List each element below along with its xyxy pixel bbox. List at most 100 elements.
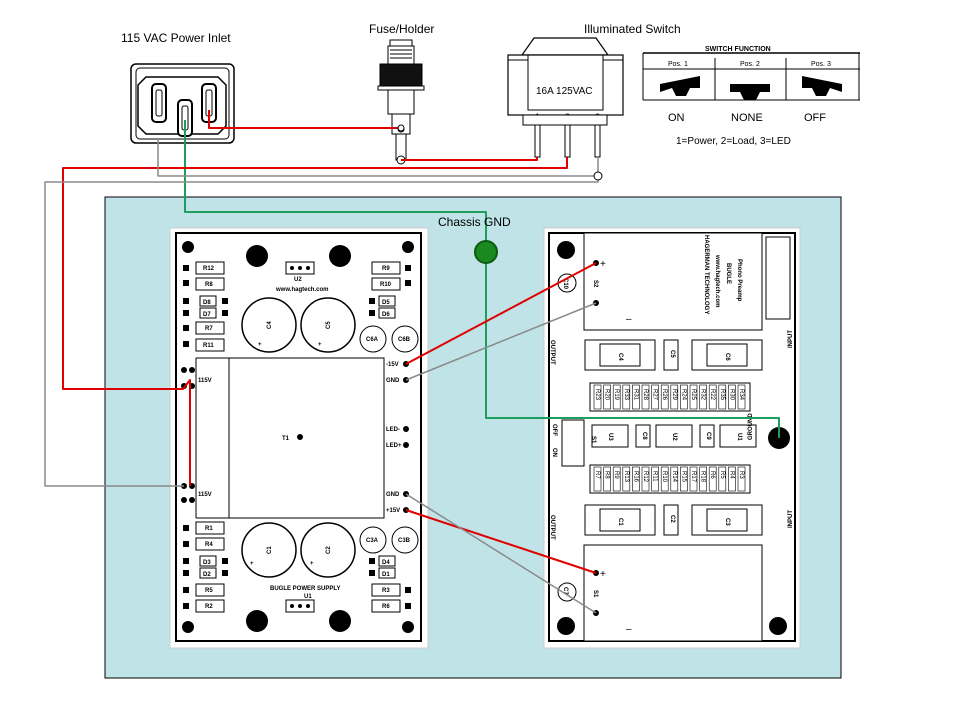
resistor-label: R14 (671, 471, 677, 483)
wire-fuse-switch (401, 157, 538, 161)
svg-text:+: + (310, 561, 314, 567)
resistor-body (737, 384, 746, 410)
pre-c2: C2 (669, 515, 675, 523)
ps-term-gnd-top: GND (386, 378, 400, 384)
pre-s2: S2 (592, 280, 598, 288)
ps-url: www.hagtech.com (275, 287, 328, 293)
svg-text:+: + (600, 569, 606, 580)
ps-r8: R8 (205, 282, 213, 288)
svg-text:–: – (626, 314, 632, 325)
inlet-label: 115 VAC Power Inlet (121, 31, 231, 45)
ps-ac-top: 115V (198, 378, 212, 384)
resistor-body (612, 384, 621, 410)
resistor-body (622, 466, 631, 492)
wire-minus15 (405, 262, 597, 365)
ps-ac-bottom: 115V (198, 492, 212, 498)
resistor-body (728, 466, 736, 492)
wire-chassis-ground (485, 252, 780, 438)
resistor-body (612, 466, 621, 492)
resistor-label: R32 (700, 389, 706, 401)
pre-c8: C8 (641, 432, 647, 440)
resistor-label: R13 (623, 471, 629, 483)
resistor-label: R11 (652, 471, 658, 482)
ps-d2: D2 (203, 572, 211, 578)
ps-u2: U2 (294, 277, 302, 283)
resistor-body (689, 466, 698, 492)
pre-c6: C6 (724, 353, 730, 361)
ps-r11: R11 (203, 343, 214, 349)
ps-r1: R1 (205, 526, 213, 532)
ps-c5: C5 (326, 321, 332, 329)
resistor-label: R6 (709, 471, 715, 479)
pre-s1-bottom: S1 (592, 590, 598, 598)
svg-text:+: + (600, 259, 606, 270)
pre-url: www.hagtech.com (714, 254, 720, 307)
resistor-body (651, 384, 659, 410)
pre-input-bottom: INPUT (788, 510, 794, 528)
resistor-body (632, 384, 640, 410)
svg-text:+: + (258, 342, 262, 348)
resistor-body (622, 384, 631, 410)
pre-c5: C5 (669, 350, 675, 358)
resistor-label: R7 (594, 471, 600, 479)
ps-led-minus: LED- (386, 427, 400, 433)
resistor-body (699, 466, 707, 492)
pre-c1: C1 (617, 518, 623, 526)
ps-term-plus15: +15V (386, 508, 400, 514)
ps-d1: D1 (382, 572, 390, 578)
chassis-ground-dot (474, 240, 498, 264)
resistor-body (593, 384, 602, 410)
resistor-label: R8 (604, 471, 610, 479)
switch-function-title: SWITCH FUNCTION (705, 46, 771, 53)
ps-t1: T1 (282, 436, 290, 442)
ps-c3b: C3B (398, 538, 411, 544)
ps-c6b: C6B (398, 337, 411, 343)
fuse-holder: Fuse/Holder (369, 22, 434, 165)
resistor-body (708, 384, 717, 410)
ps-d6: D6 (382, 312, 390, 318)
switch-legend: 1=Power, 2=Load, 3=LED (676, 136, 791, 147)
rocker-on-icon (660, 76, 700, 96)
resistor-body (670, 384, 679, 410)
resistor-label: R23 (594, 389, 600, 401)
ps-r6: R6 (382, 604, 390, 610)
ps-term-minus15: -15V (386, 362, 399, 368)
pre-switch-s1: S1 (590, 436, 596, 444)
resistor-label: R17 (690, 471, 696, 483)
resistor-label: R22 (709, 389, 715, 401)
ps-term-gnd-bot: GND (386, 492, 400, 498)
switch-label: Illuminated Switch (584, 22, 681, 36)
ps-board-name: BUGLE POWER SUPPLY (270, 586, 340, 592)
pre-switch-off: OFF (551, 424, 557, 436)
resistor-label: R15 (680, 471, 686, 483)
svg-text:–: – (626, 624, 632, 635)
ps-c1: C1 (267, 546, 273, 554)
resistor-body (632, 466, 640, 492)
ps-r9: R9 (382, 266, 390, 272)
wire-plus15 (405, 509, 597, 574)
resistor-body (603, 466, 611, 492)
pre-brand: HAGERMAN TECHNOLOGY (703, 235, 709, 314)
resistor-label: R4 (728, 471, 734, 479)
ps-c3a: C3A (366, 538, 379, 544)
resistor-label: R20 (604, 389, 610, 401)
resistor-body (737, 466, 746, 492)
ps-c6a: C6A (366, 337, 379, 343)
resistor-body (660, 466, 669, 492)
ps-r12: R12 (203, 266, 215, 272)
switch-neutral-junction (593, 171, 603, 181)
resistor-label: R12 (642, 471, 648, 483)
resistor-label: R31 (632, 389, 638, 401)
ps-led-plus: LED+ (386, 443, 402, 449)
wire-neutral (184, 120, 487, 252)
svg-text:+: + (318, 342, 322, 348)
resistor-label: R26 (661, 389, 667, 401)
resistor-body (718, 466, 727, 492)
ps-d7: D7 (203, 312, 211, 318)
wire-switch-load (62, 157, 568, 486)
switch-rating: 16A 125VAC (536, 86, 593, 97)
resistor-body (708, 466, 717, 492)
pre-c3: C3 (724, 518, 730, 526)
pre-c4: C4 (617, 353, 623, 361)
